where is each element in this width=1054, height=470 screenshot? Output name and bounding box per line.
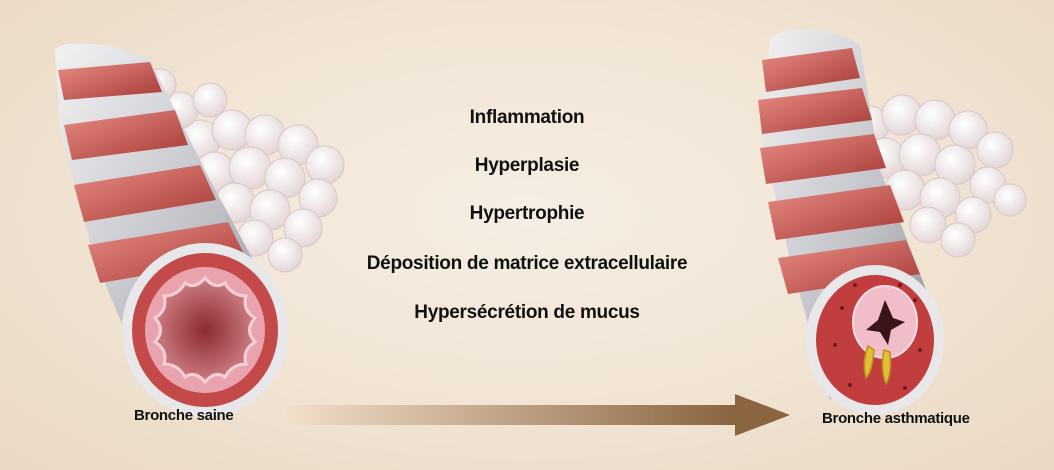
process-hyperplasie: Hyperplasie (0, 155, 1054, 177)
process-inflammation: Inflammation (0, 107, 1054, 129)
process-matrix-deposition: Déposition de matrice extracellulaire (0, 253, 1054, 275)
process-hypertrophie: Hypertrophie (0, 203, 1054, 225)
healthy-bronchus (55, 43, 344, 412)
bronchus-cross-section-right (811, 270, 939, 410)
label-asthmatic-bronchus: Bronche asthmatique (822, 410, 970, 427)
process-mucus-hypersecretion: Hypersécrétion de mucus (0, 302, 1054, 324)
progression-arrow (285, 394, 790, 436)
label-healthy-bronchus: Bronche saine (134, 407, 233, 424)
